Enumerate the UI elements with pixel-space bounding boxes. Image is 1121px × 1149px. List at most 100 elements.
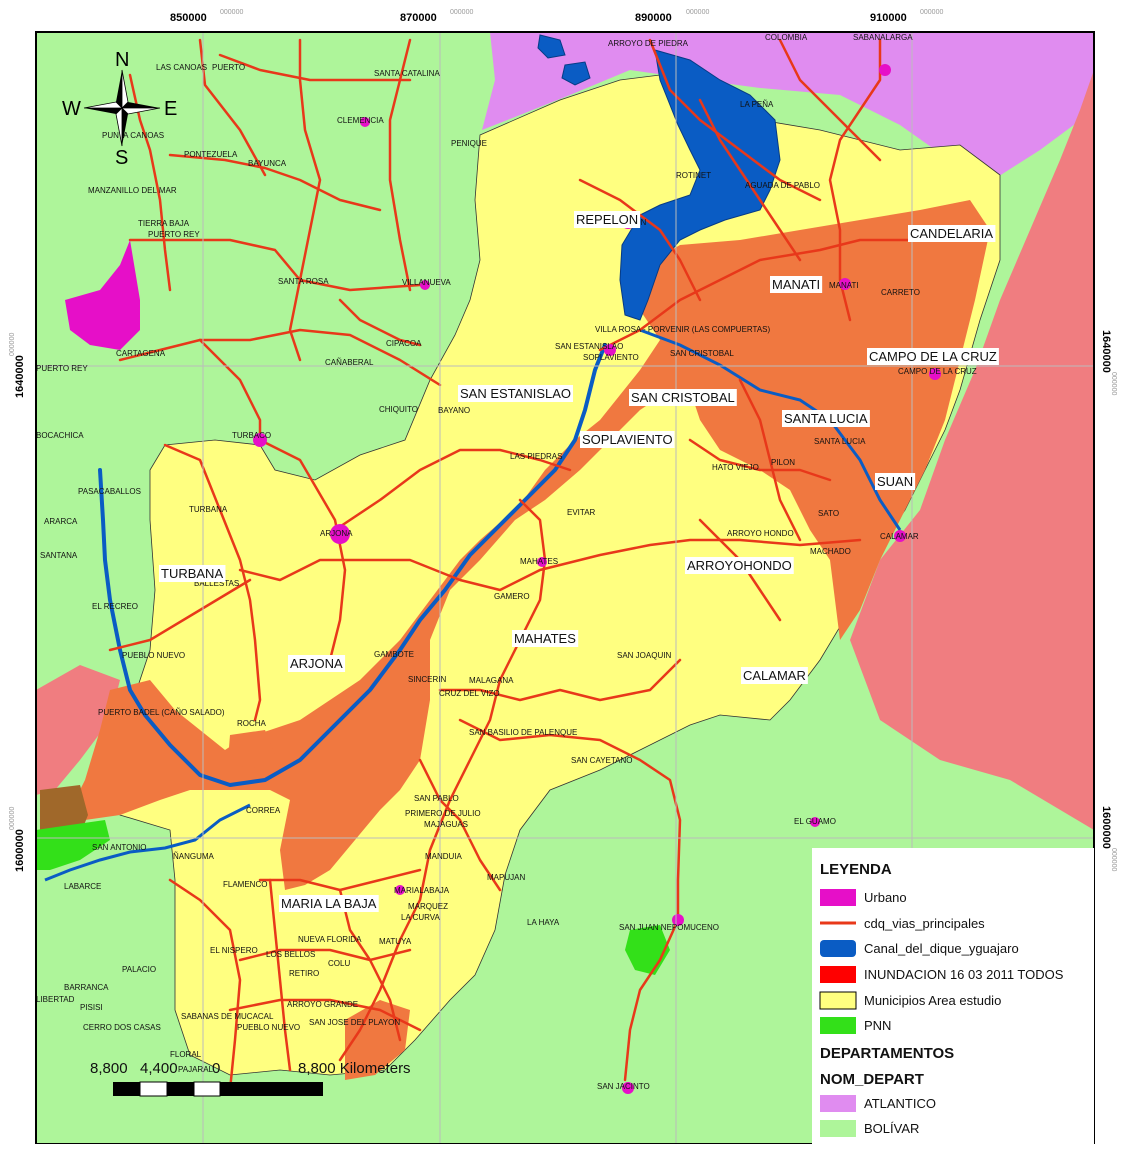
place-label: SAN ANTONIO [92,843,147,852]
urban-dot [622,1082,634,1094]
coord-right-sup-1: 000000 [1110,372,1117,395]
legend-swatch-study [819,991,857,1010]
road [338,498,547,1062]
place-label: FLORAL [170,1050,202,1059]
place-label: ARROYO HONDO [727,529,794,538]
road [218,53,412,82]
coord-top-4: 910000 [870,12,907,24]
road [168,153,382,212]
scale-seg-3 [167,1082,194,1096]
place-label: SANTANA [40,551,78,560]
place-label: MARIALABAJA [394,886,450,895]
urban-dot [395,885,405,895]
place-label: PAJARAL [178,1065,214,1074]
place-label: NUEVA FLORIDA [298,935,362,944]
municipality-label: MARIA LA BAJA [281,896,377,911]
coord-left-2: 1600000 [14,829,26,872]
place-label: ARJONA [320,529,353,538]
coord-top-2: 870000 [400,12,437,24]
place-label: SANTA LUCIA [814,437,866,446]
lake-small-1 [537,34,566,59]
municipality-label-group: CALAMAR [741,667,808,684]
place-label: SANTA CATALINA [374,69,440,78]
coord-right-sup-2: 000000 [1110,848,1117,871]
municipality-label-bg [629,389,737,406]
coord-top-sup-1: 000000 [220,9,243,16]
canal-del-dique [98,343,607,787]
coord-left-1: 1640000 [14,355,26,398]
road [688,438,832,482]
municipality-label-group: MANATI [770,276,823,293]
scale-seg-4 [193,1081,221,1097]
urban-dot [537,557,547,567]
place-label: TURBACO [232,431,271,440]
municipality-label: SANTA LUCIA [784,411,868,426]
place-label: RETIRO [289,969,319,978]
road [648,38,822,202]
municipality-label-bg [770,276,823,293]
road [598,238,922,352]
place-label: EL NISPERO [210,946,258,955]
legend-swatch-atlantico [820,1095,856,1112]
place-label: LABARCE [64,882,101,891]
place-label: CAMPO DE LA CRUZ [898,367,977,376]
place-label: SINCERIN [408,675,446,684]
municipality-label: CAMPO DE LA CRUZ [869,349,997,364]
place-label: LA CURVA [401,913,440,922]
legend-label-canal: Canal_del_dique_yguajaro [864,941,1019,956]
municipality-labels: REPELON CANDELARIA MANATI CAMPO DE LA CRUZ S… [159,211,999,912]
scale-seg-2 [139,1081,168,1097]
legend-field: NOM_DEPART [820,1071,924,1088]
legend-label-roads: cdq_vias_principales [864,916,985,931]
place-label: LIBERTAD [36,995,75,1004]
legend-swatch-canal [820,940,856,957]
urban-dot [839,278,851,290]
place-label: PALACIO [122,965,156,974]
municipality-label: TURBANA [161,566,223,581]
legend-swatch-pnn [820,1017,856,1034]
legend-label-bolivar: BOLÍVAR [864,1121,919,1136]
place-label: PUEBLO NUEVO [122,651,185,660]
place-label: MANDUIA [425,852,463,861]
place-label: PONTEZUELA [184,150,238,159]
place-label: CLEMENCIA [337,116,384,125]
municipality-label-group: CAMPO DE LA CRUZ [867,348,999,365]
municipality-label-bg [867,348,999,365]
road [338,298,422,347]
place-label: ARARCA [44,517,78,526]
road [268,878,292,1072]
municipality-label-group: CANDELARIA [908,225,996,242]
place-label: SANTA ROSA [278,277,329,286]
place-label: MANZANILLO DEL MAR [88,186,177,195]
place-label: TURBANA [189,505,228,514]
place-label: PISISI [80,1003,103,1012]
legend-box [812,848,1094,1144]
place-label: LA PEÑA [740,100,774,109]
coord-top-sup-4: 000000 [920,9,943,16]
place-label: PILON [771,458,795,467]
place-label: BALLESTAS [194,579,239,588]
legend-label-pnn: PNN [864,1018,891,1033]
municipality-label-bg [741,667,808,684]
compass-w: W [62,98,81,120]
municipality-label-group: MARIA LA BAJA [279,895,379,912]
road [288,38,322,362]
coord-top-sup-3: 000000 [686,9,709,16]
place-label: SAN ESTANISLAO [555,342,623,351]
place-label: LOS BELLOS [266,950,315,959]
scale-label-4: 8,800 Kilometers [298,1060,411,1077]
municipality-label: SAN CRISTOBAL [631,390,735,405]
place-label: SAN PABLO [414,794,459,803]
place-label: LAS CANOAS [156,63,207,72]
municipality-label-group: REPELON [574,211,641,228]
road [828,38,882,322]
municipality-label-group: SAN CRISTOBAL [629,389,737,406]
road [333,448,572,532]
urban-dot [929,368,941,380]
legend-label-study: Municipios Area estudio [864,993,1001,1008]
place-label: PUERTO REY [148,230,200,239]
municipality-label: ARROYOHONDO [687,558,792,573]
place-label: AGUADA DE PABLO [745,181,820,190]
